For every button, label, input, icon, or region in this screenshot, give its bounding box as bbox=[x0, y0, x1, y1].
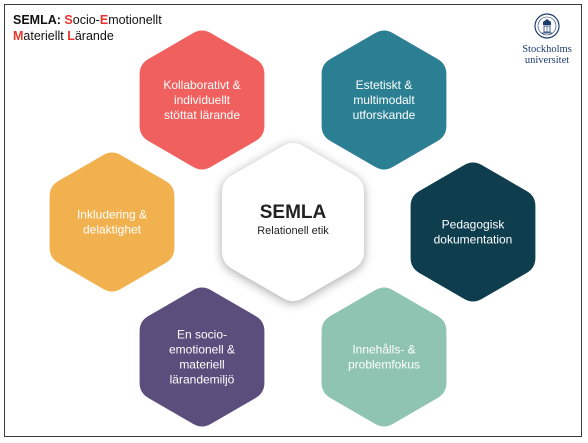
title-letter-l: L bbox=[67, 29, 75, 43]
logo-wordmark-line-1: Stockholms bbox=[522, 44, 572, 55]
university-seal-icon bbox=[534, 13, 560, 39]
title-word-ateriellt: ateriellt bbox=[23, 29, 68, 43]
hexagon-larandemiljo: En socio-emotionell &materielllärandemil… bbox=[139, 287, 265, 427]
hexagon-shape bbox=[139, 30, 265, 170]
center-title: SEMLA bbox=[260, 202, 327, 223]
hexagon-label-line: delaktighet bbox=[83, 223, 142, 237]
hexagon-shape bbox=[321, 287, 447, 427]
hexagon-label-line: multimodalt bbox=[353, 93, 415, 107]
hexagon-shape bbox=[410, 162, 536, 302]
hexagon-shape bbox=[49, 152, 175, 292]
hexagon-label-line: Estetiskt & bbox=[356, 78, 413, 92]
title-line-1: SEMLA: Socio-Emotionellt bbox=[13, 12, 162, 28]
title-line-2: Materiellt Lärande bbox=[13, 28, 162, 44]
hexagon-inkludering: Inkludering &delaktighet bbox=[49, 152, 175, 292]
hexagon-label-line: materiell bbox=[179, 358, 224, 372]
title-letter-e: E bbox=[99, 13, 109, 27]
hexagon-label-line: Innehålls- & bbox=[352, 343, 415, 357]
center-hexagon-shape bbox=[222, 142, 364, 302]
title-word-arande: ärande bbox=[74, 29, 114, 43]
hexagon-label-line: problemfokus bbox=[348, 358, 420, 372]
center-subtitle: Relationell etik bbox=[257, 225, 329, 237]
hexagon-shape bbox=[139, 287, 265, 427]
slide-title: SEMLA: Socio-Emotionellt Materiellt Lära… bbox=[13, 12, 162, 44]
center-hexagon: SEMLA Relationell etik bbox=[222, 142, 364, 302]
hexagon-label-line: Pedagogisk bbox=[442, 218, 506, 232]
title-prefix: SEMLA: bbox=[13, 13, 61, 27]
hexagon-label-line: Inkludering & bbox=[77, 208, 147, 222]
hexagon-label-line: stöttat lärande bbox=[164, 108, 240, 122]
hexagon-label-line: individuellt bbox=[174, 93, 231, 107]
title-letter-m: M bbox=[13, 29, 24, 43]
hexagon-shape bbox=[321, 30, 447, 170]
hexagon-label-line: lärandemiljö bbox=[170, 373, 235, 387]
logo-wordmark-line-2: universitet bbox=[524, 55, 570, 66]
hexagon-label-line: utforskande bbox=[353, 108, 416, 122]
hexagon-innehalls-problemfokus: Innehålls- &problemfokus bbox=[321, 287, 447, 427]
title-word-motionellt: motionellt bbox=[108, 13, 162, 27]
title-letter-s: S bbox=[64, 13, 73, 27]
title-word-ocio: ocio- bbox=[72, 13, 100, 27]
university-logo: Stockholms universitet bbox=[515, 13, 579, 66]
hexagon-label-line: emotionell & bbox=[169, 343, 235, 357]
hexagon-label-line: En socio- bbox=[177, 328, 227, 342]
hexagon-label-line: Kollaborativt & bbox=[163, 78, 240, 92]
hexagon-label-line: dokumentation bbox=[434, 233, 513, 247]
